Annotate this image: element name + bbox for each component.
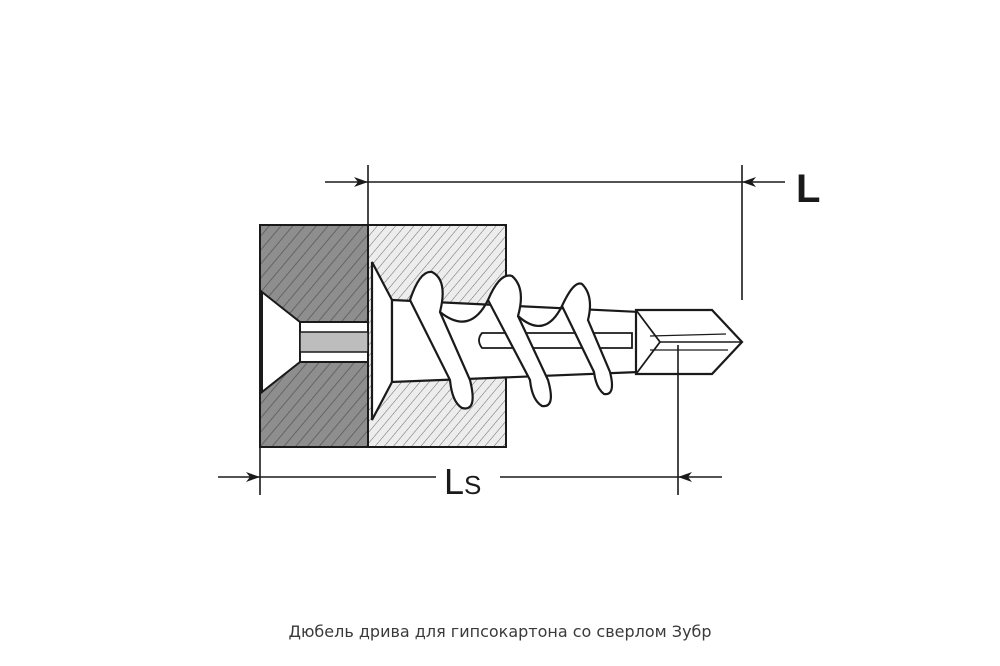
dimension-ls-label: LS (444, 461, 481, 502)
anchor-threads (408, 270, 614, 410)
dimension-l-label: L (796, 167, 820, 211)
screw-head (261, 289, 369, 395)
drill-tip (634, 308, 744, 376)
dimension-l (325, 165, 785, 300)
dimension-ls (218, 345, 722, 495)
image-caption: Дюбель дрива для гипсокартона со сверлом… (288, 622, 712, 641)
dimension-ls-sub: S (464, 470, 481, 500)
dimension-ls-main: L (444, 461, 464, 502)
